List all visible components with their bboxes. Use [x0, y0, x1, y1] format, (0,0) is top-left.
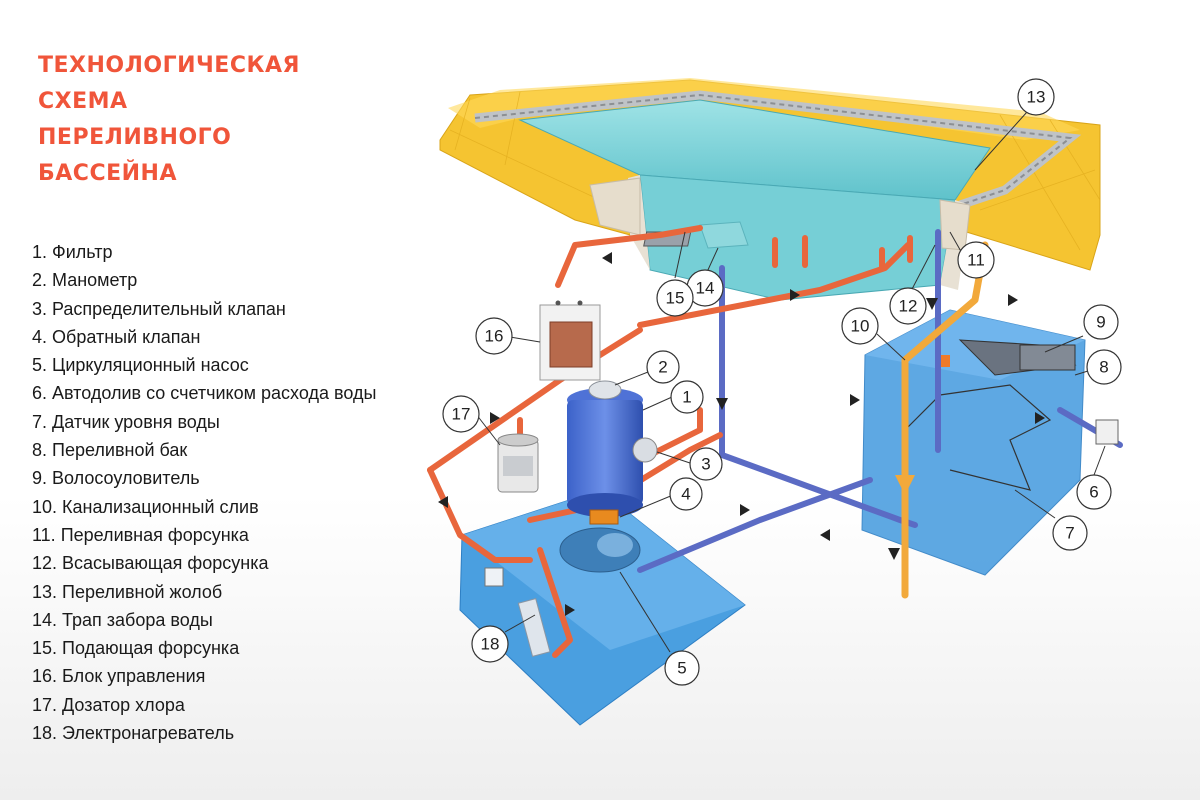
leader-lines: [475, 111, 1106, 653]
svg-text:10: 10: [851, 317, 870, 336]
legend-item: 17. Дозатор хлора: [32, 694, 185, 715]
svg-text:3: 3: [701, 455, 710, 474]
legend-item: 11. Переливная форсунка: [32, 524, 249, 545]
legend-item: 3. Распределительный клапан: [32, 298, 286, 319]
legend-item: 6. Автодолив со счетчиком расхода воды: [32, 383, 377, 404]
callout-18: 18: [471, 625, 509, 663]
drain-arrow-icon: [895, 475, 915, 495]
title-line: ПЕРЕЛИВНОГО: [38, 125, 232, 150]
svg-text:12: 12: [899, 297, 918, 316]
legend-item: 16. Блок управления: [32, 666, 206, 687]
multiport-valve: [632, 437, 658, 463]
svg-text:16: 16: [485, 327, 504, 346]
circulation-pump: [559, 527, 641, 573]
legend-item: 9. Волосоуловитель: [32, 468, 200, 489]
callout-16: 16: [475, 317, 513, 355]
callout-6: 6: [1076, 474, 1112, 510]
manometer: [588, 380, 622, 400]
callout-2: 2: [646, 350, 680, 384]
svg-text:4: 4: [681, 485, 690, 504]
title-line: ТЕХНОЛОГИЧЕСКАЯ: [38, 53, 300, 78]
flow-arrows: [438, 252, 1045, 616]
control-unit: [539, 300, 601, 381]
legend-item: 8. Переливной бак: [32, 440, 188, 461]
svg-text:14: 14: [696, 279, 715, 298]
svg-text:2: 2: [658, 358, 667, 377]
svg-text:7: 7: [1065, 524, 1074, 543]
svg-text:18: 18: [481, 635, 500, 654]
svg-text:17: 17: [452, 405, 471, 424]
callout-1: 1: [670, 380, 704, 414]
legend-item: 12. Всасывающая форсунка: [32, 553, 269, 574]
overflow-tank: [861, 309, 1086, 576]
overflow-gutter: [474, 90, 1082, 210]
legend-item: 15. Подающая форсунка: [32, 638, 240, 659]
callout-7: 7: [1052, 515, 1088, 551]
legend-item: 4. Обратный клапан: [32, 326, 201, 347]
electric-heater: [484, 567, 551, 657]
diagram-title: ТЕХНОЛОГИЧЕСКАЯ СХЕМА ПЕРЕЛИВНОГО БАССЕЙ…: [38, 48, 300, 192]
legend-item: 14. Трап забора воды: [32, 609, 213, 630]
svg-text:1: 1: [682, 388, 691, 407]
sand-filter: [567, 380, 643, 517]
callout-12: 12: [889, 287, 927, 325]
legend-item: 10. Канализационный слив: [32, 496, 259, 517]
title-line: СХЕМА: [38, 89, 128, 114]
legend-item: 2. Манометр: [32, 270, 138, 291]
callout-5: 5: [664, 650, 700, 686]
callout-3: 3: [689, 447, 723, 481]
legend-list: 1. Фильтр 2. Манометр 3. Распределительн…: [32, 238, 376, 747]
svg-text:5: 5: [677, 659, 686, 678]
legend-item: 1. Фильтр: [32, 242, 113, 262]
svg-text:11: 11: [967, 251, 985, 270]
legend-item: 5. Циркуляционный насос: [32, 355, 249, 376]
svg-text:6: 6: [1089, 483, 1098, 502]
callout-13: 13: [1017, 78, 1055, 116]
hair-trap: [1019, 344, 1076, 371]
svg-text:15: 15: [666, 289, 685, 308]
equipment-platform: [459, 489, 746, 726]
auto-refill-meter: [1095, 419, 1119, 445]
callout-15: 15: [656, 279, 694, 317]
title-line: БАССЕЙНА: [38, 161, 177, 186]
callout-4: 4: [669, 477, 703, 511]
legend-item: 18. Электронагреватель: [32, 723, 235, 744]
check-valve: [589, 509, 619, 525]
callout-11: 11: [957, 241, 995, 279]
legend-item: 7. Датчик уровня воды: [32, 411, 220, 432]
svg-text:9: 9: [1096, 313, 1105, 332]
svg-text:8: 8: [1099, 358, 1108, 377]
callout-14: 14: [686, 269, 724, 307]
callout-17: 17: [442, 395, 480, 433]
chlorine-dosing-unit: [497, 433, 539, 493]
callout-10: 10: [841, 307, 879, 345]
legend-item: 13. Переливной жолоб: [32, 581, 223, 602]
callout-8: 8: [1086, 349, 1122, 385]
callout-9: 9: [1083, 304, 1119, 340]
svg-text:13: 13: [1027, 88, 1046, 107]
